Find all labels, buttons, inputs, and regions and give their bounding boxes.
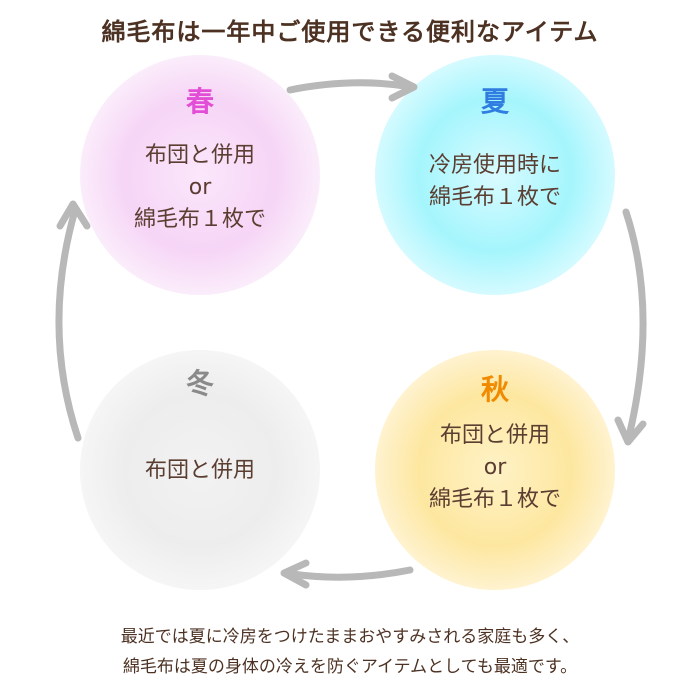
summer-line-2: 綿毛布１枚で (428, 185, 561, 210)
season-winter-title: 冬 (185, 367, 214, 400)
footer-line-2: 綿毛布は夏の身体の冷えを防ぐアイテムとしても最適です。 (122, 657, 578, 677)
page-title: 綿毛布は一年中ご使用できる便利なアイテム (101, 18, 599, 46)
arrow-spring-to-summer-head (388, 72, 418, 102)
autumn-description: 布団と併用 or 綿毛布１枚で (375, 420, 615, 516)
arrow-autumn-to-winter-head (280, 559, 310, 589)
autumn-line-1: 布団と併用 (439, 423, 550, 448)
arrow-summer-to-autumn (622, 208, 647, 436)
spring-line-3: 綿毛布１枚で (133, 207, 266, 232)
autumn-line-2: or (483, 455, 507, 480)
summer-description: 冷房使用時に 綿毛布１枚で (375, 150, 615, 214)
arrow-spring-to-summer (286, 79, 409, 94)
season-spring-title: 春 (185, 85, 214, 118)
winter-line-1: 布団と併用 (144, 458, 255, 483)
arrow-winter-to-spring (55, 210, 82, 442)
season-autumn-title: 秋 (480, 373, 509, 406)
footer-line-1: 最近では夏に冷房をつけたままおやすみされる家庭も多く、 (120, 627, 580, 647)
arrow-summer-to-autumn-head (614, 416, 647, 446)
spring-circle (80, 55, 320, 295)
autumn-line-3: 綿毛布１枚で (428, 487, 561, 512)
arrow-autumn-to-winter (288, 566, 414, 581)
footer-note: 最近では夏に冷房をつけたままおやすみされる家庭も多く、 綿毛布は夏の身体の冷えを… (0, 622, 700, 682)
spring-line-2: or (188, 175, 212, 200)
season-summer-title: 夏 (480, 85, 509, 118)
spring-description: 布団と併用 or 綿毛布１枚で (80, 140, 320, 236)
spring-line-1: 布団と併用 (144, 143, 255, 168)
autumn-circle (375, 350, 615, 590)
summer-circle (375, 55, 615, 295)
winter-description: 布団と併用 (80, 455, 320, 487)
arrow-winter-to-spring-head (56, 200, 91, 230)
winter-circle (80, 350, 320, 590)
summer-line-1: 冷房使用時に (428, 153, 561, 178)
